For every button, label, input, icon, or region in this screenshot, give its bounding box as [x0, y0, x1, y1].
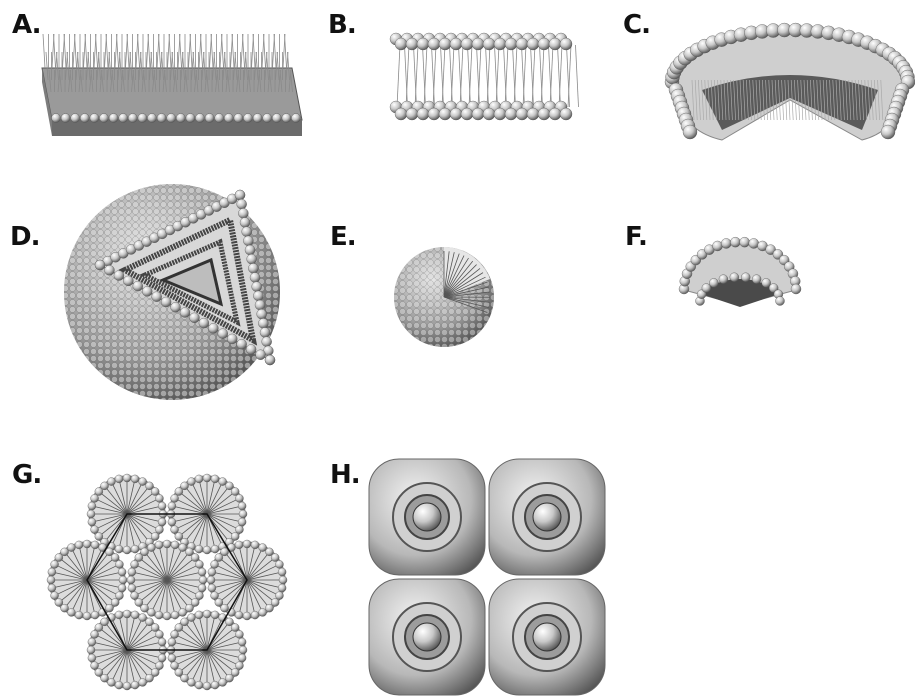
monolayer-illustration	[30, 30, 310, 150]
panel-label-d: D.	[10, 222, 39, 252]
liposome-half-illustration	[678, 235, 803, 325]
vesicle-cutaway-illustration	[662, 20, 915, 150]
panel-label-c: C.	[623, 10, 650, 40]
hexagonal-phase-illustration	[45, 462, 290, 700]
panel-label-h: H.	[330, 460, 360, 490]
multilamellar-vesicle-illustration	[55, 180, 290, 405]
cubic-phase-illustration	[365, 455, 610, 700]
panel-label-f: F.	[625, 222, 647, 252]
panel-label-g: G.	[12, 460, 41, 490]
micelle-illustration	[392, 245, 502, 350]
panel-label-e: E.	[330, 222, 356, 252]
panel-label-b: B.	[328, 10, 356, 40]
bilayer-illustration	[380, 25, 590, 140]
